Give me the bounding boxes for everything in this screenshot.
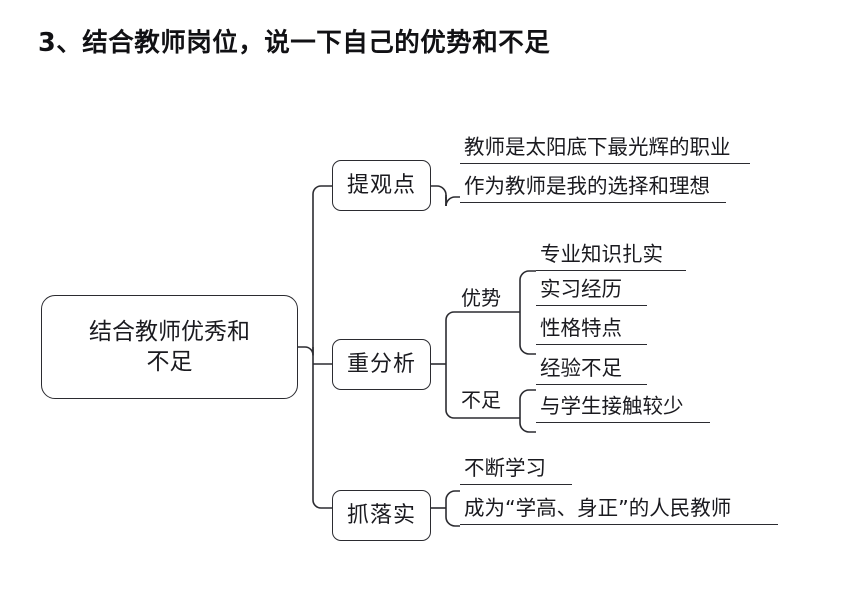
connector-group-weaknesses-bracket [519,389,536,400]
leaf-item-underline [536,383,647,385]
leaf-item-text: 不断学习 [464,456,546,480]
leaf-item[interactable]: 性格特点 [536,318,647,345]
root-node-label-line-1: 结合教师优秀和 [89,318,250,345]
leaf-item-text: 与学生接触较少 [540,394,684,418]
group-label-weaknesses: 不足 [461,388,501,412]
connector-branch-1-split-low [445,409,460,419]
connector-group-advantages-bracket-low [519,344,536,355]
page-title: 3、结合教师岗位，说一下自己的优势和不足 [38,28,551,58]
connector-branch-0-bracket [431,185,447,199]
leaf-item-text: 专业知识扎实 [540,242,663,266]
leaf-item-text: 成为“学高、身正”的人民教师 [464,496,732,520]
leaf-item[interactable]: 与学生接触较少 [536,396,710,423]
leaf-item[interactable]: 教师是太阳底下最光辉的职业 [460,137,750,164]
root-node[interactable]: 结合教师优秀和 不足 [41,295,298,399]
connector-spine-to-branch-0 [312,185,332,195]
branch-node-1-label: 重分析 [346,351,416,377]
leaf-item-underline [536,269,686,271]
leaf-item-text: 实习经历 [540,277,622,301]
connector-branch-1-split [445,311,460,321]
leaf-item[interactable]: 专业知识扎实 [536,244,686,271]
connector-group-weaknesses-bracket-low [519,422,536,433]
connector-branch-2-bracket [445,490,460,501]
leaf-item[interactable]: 实习经历 [536,279,647,306]
leaf-item[interactable]: 成为“学高、身正”的人民教师 [460,498,778,525]
leaf-item-text: 教师是太阳底下最光辉的职业 [464,135,731,159]
branch-node-zhua-luo-shi[interactable]: 抓落实 [332,490,431,541]
leaf-item-underline [460,162,750,164]
connector-root-to-spine [298,346,314,356]
leaf-item-underline [536,343,647,345]
branch-node-ti-guan-dian[interactable]: 提观点 [332,160,431,211]
root-node-label: 结合教师优秀和 不足 [89,317,250,378]
leaf-item-text: 性格特点 [540,316,622,340]
connector-spine-to-branch-2 [312,499,332,509]
branch-node-0-label: 提观点 [346,172,416,198]
leaf-item[interactable]: 作为教师是我的选择和理想 [460,176,726,203]
connector-branch-0-child-bracket [445,196,460,207]
group-label-advantages: 优势 [461,286,501,310]
branch-node-2-label: 抓落实 [346,502,416,528]
leaf-item-underline [460,201,726,203]
leaf-item[interactable]: 经验不足 [536,358,647,385]
leaf-item-text: 经验不足 [540,356,622,380]
branch-node-zhong-fen-xi[interactable]: 重分析 [332,339,431,390]
root-node-label-line-2: 不足 [146,349,193,375]
leaf-item-underline [536,421,710,423]
leaf-item[interactable]: 不断学习 [460,458,572,485]
leaf-item-underline [460,523,778,525]
leaf-item-underline [460,483,572,485]
connector-group-advantages-bracket [519,270,536,281]
leaf-item-text: 作为教师是我的选择和理想 [464,174,710,198]
leaf-item-underline [536,304,647,306]
connector-branch-2-bracket-low [445,516,460,527]
